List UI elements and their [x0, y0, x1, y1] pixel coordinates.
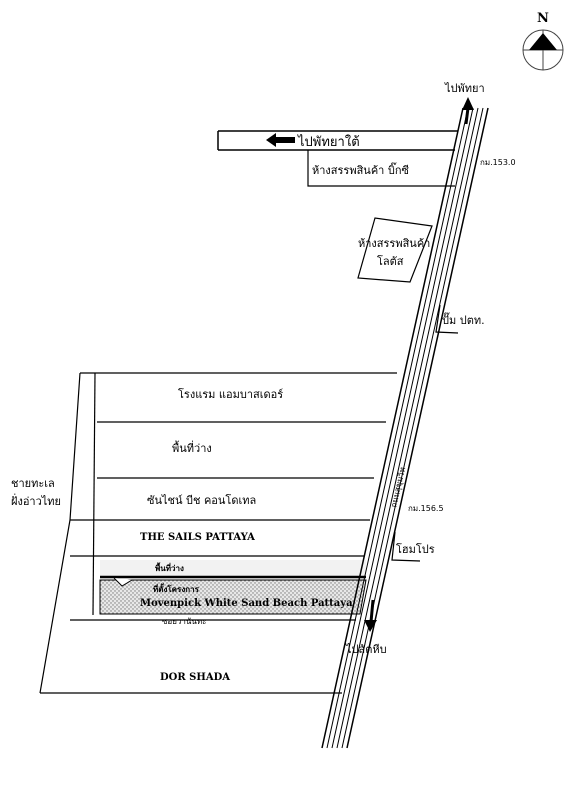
- ambassador-label: โรงแรม แอมบาสเดอร์: [178, 387, 283, 401]
- north-arrow-icon: [522, 29, 564, 71]
- project-site-area: [99, 579, 367, 615]
- arrow-up-icon: [462, 97, 474, 125]
- lotus-outline: [357, 217, 433, 283]
- lotus-label-line2: โลตัส: [377, 254, 404, 268]
- home-pro-label: โฮมโปร: [396, 542, 435, 556]
- lotus-label-line1: ห้างสรรพสินค้า: [358, 237, 430, 250]
- compass-label: N: [537, 11, 549, 26]
- to-pattaya-label: ไปพัทยา: [444, 82, 485, 95]
- beach-label-line1: ชายทะเล: [11, 477, 55, 490]
- big-c-outline: [307, 150, 455, 187]
- km-153-label: กม.153.0: [480, 158, 516, 167]
- south-pattaya-road: [217, 130, 458, 151]
- to-sattahip-label: ไปสัตหีบ: [345, 643, 387, 656]
- sukhumvit-road: [321, 107, 489, 749]
- project-site-label: ที่ตั้งโครงการ: [153, 583, 200, 594]
- sunshine-label: ซันไชน์ บีช คอนโดเทล: [147, 493, 256, 507]
- site-pointer-icon: [113, 577, 133, 587]
- soi-label: ซอยวานันทะ: [162, 617, 206, 626]
- km-156-label: กม.156.5: [408, 504, 444, 513]
- dor-shada-label: DOR SHADA: [160, 672, 230, 683]
- sails-label: THE SAILS PATTAYA: [140, 532, 255, 543]
- vacant-area: [100, 560, 366, 577]
- vacant-2-label: พื้นที่ว่าง: [155, 562, 184, 573]
- big-c-label: ห้างสรรพสินค้า บิ๊กซี: [312, 162, 409, 177]
- beach-label-line2: ฝั่งอ่าวไทย: [11, 493, 61, 508]
- vacant-1-label: พื้นที่ว่าง: [172, 440, 212, 455]
- land-plots: [39, 372, 397, 694]
- movenpick-label: Movenpick White Sand Beach Pattaya: [140, 598, 353, 609]
- arrow-down-icon: [364, 599, 377, 632]
- home-pro-outline: [391, 531, 421, 562]
- ptt-label: ปั๊ม ปตท.: [442, 312, 485, 327]
- to-south-pattaya-label: ไปพัทยาใต้: [297, 134, 360, 150]
- arrow-left-icon: [266, 133, 295, 147]
- ptt-outline: [435, 304, 459, 334]
